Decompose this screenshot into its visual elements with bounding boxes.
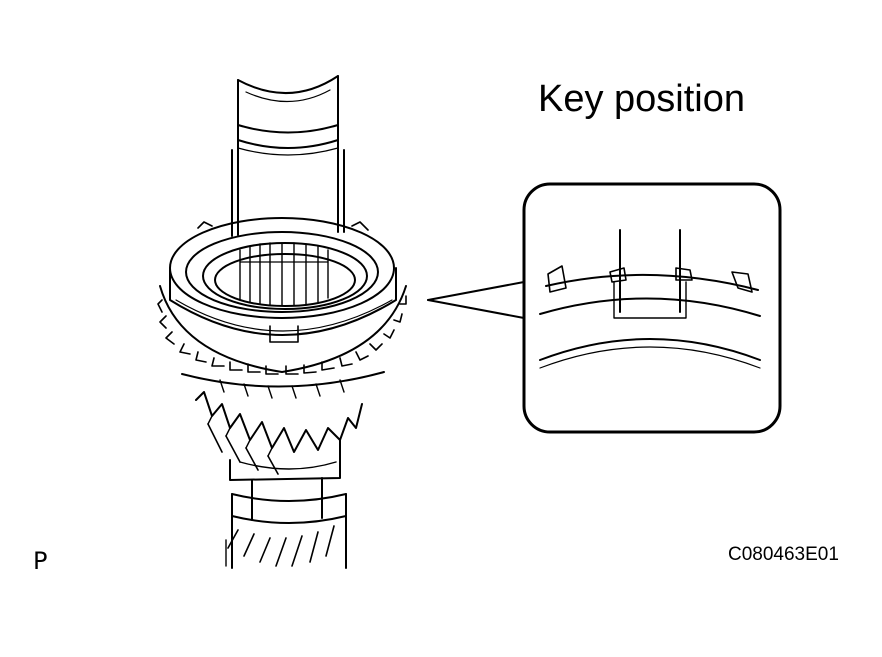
key-position-detail xyxy=(522,182,782,434)
figure-code: C080463E01 xyxy=(728,544,839,565)
corner-mark: P xyxy=(33,547,48,575)
synchro-teeth-ring xyxy=(157,285,407,375)
callout-pointer xyxy=(427,281,525,319)
helical-gear xyxy=(181,371,385,481)
upper-shaft xyxy=(231,75,345,237)
synchronizer-hub xyxy=(169,217,397,343)
lower-gear xyxy=(225,477,347,569)
key-position-label: Key position xyxy=(538,78,746,120)
